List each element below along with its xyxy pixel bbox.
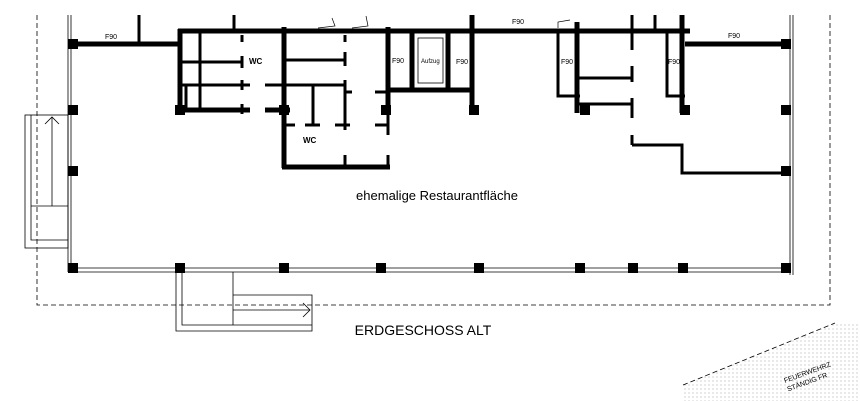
plan-title: ERDGESCHOSS ALT (355, 322, 492, 338)
fire-lane-area: FEUERWEHRZ STÄNDIG FR (682, 322, 860, 401)
fire-rating-label: F90 (456, 59, 468, 66)
fire-rating-label: F90 (728, 33, 740, 40)
fire-rating-label: F90 (561, 59, 573, 66)
wc-label: WC (249, 57, 263, 66)
room-label: ehemalige Restaurantfläche (356, 188, 518, 203)
fire-rating-label: F90 (668, 59, 680, 66)
wc-label: WC (303, 136, 317, 145)
property-boundary (36, 15, 831, 306)
elevator-label: Aufzug (421, 59, 440, 65)
fire-rating-label: F90 (512, 19, 524, 26)
stair-left (24, 114, 69, 249)
elevator-shaft (417, 37, 444, 84)
interior-walls (73, 15, 790, 175)
stair-bottom (175, 272, 313, 332)
fire-rating-label: F90 (392, 58, 404, 65)
fire-rating-label: F90 (105, 34, 117, 41)
